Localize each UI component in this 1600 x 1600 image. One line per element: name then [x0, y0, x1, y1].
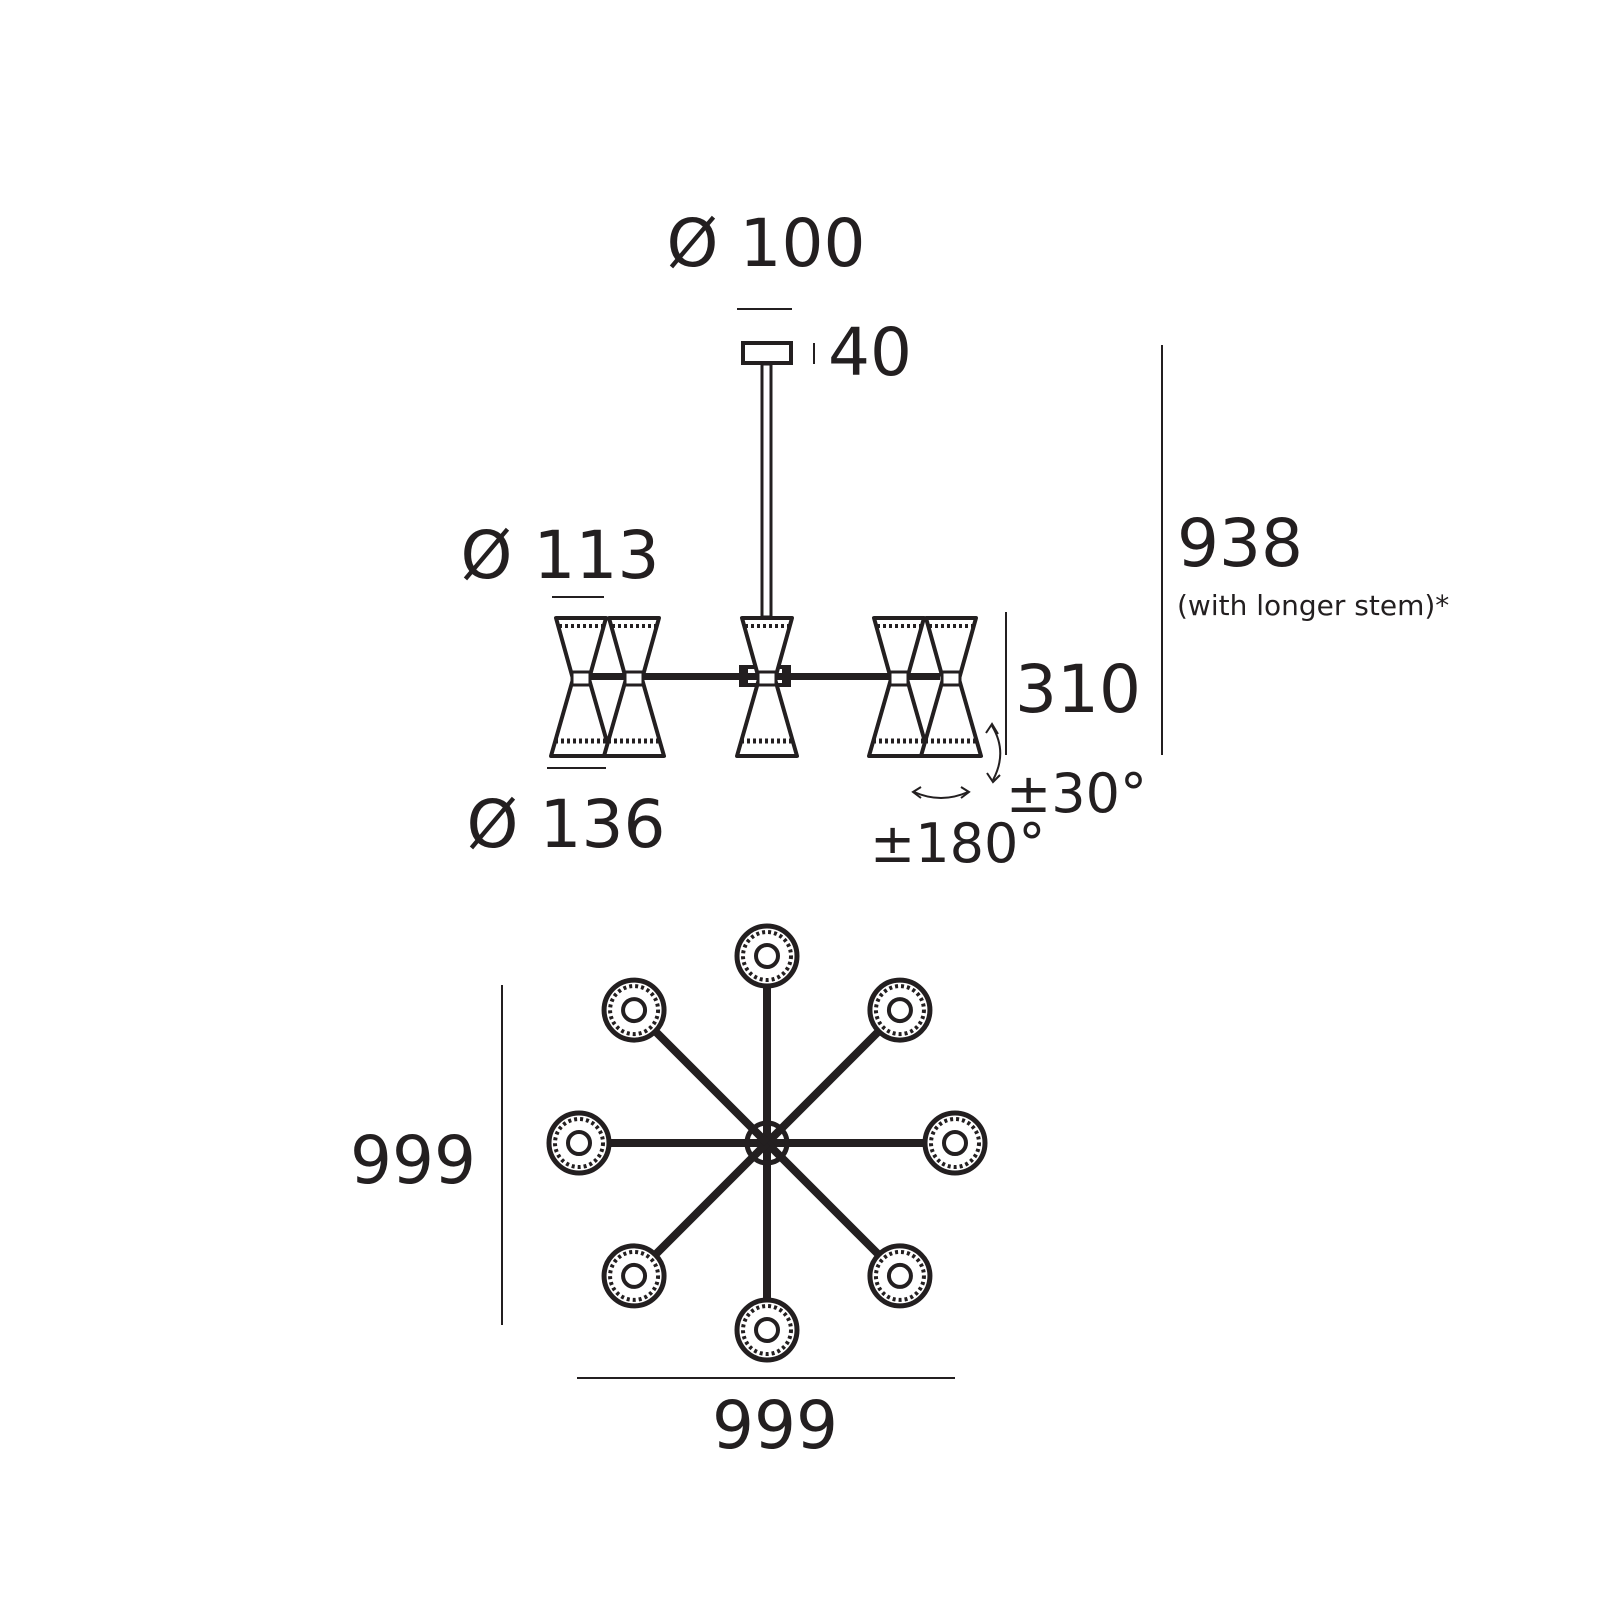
- shade-outline: [919, 616, 983, 758]
- head-dotted-ring: [741, 930, 793, 982]
- shade-joint: [940, 670, 962, 687]
- total-height-note: (with longer stem)*: [1177, 589, 1449, 622]
- head-inner-circle: [621, 1262, 648, 1289]
- top-view-head: [867, 1243, 933, 1309]
- shade-joint: [756, 670, 778, 687]
- shade-5: [919, 616, 983, 758]
- shade-joint: [623, 670, 645, 687]
- shade-outline: [549, 616, 613, 758]
- ceiling-canopy: [741, 341, 793, 365]
- shade-bottom-diameter-label: Ø 136: [467, 786, 666, 863]
- head-dotted-ring: [873, 984, 926, 1037]
- top-view-head: [734, 1297, 800, 1363]
- rotation-angle-label: ±180°: [870, 812, 1045, 875]
- head-dotted-ring: [608, 1249, 661, 1302]
- rotation-arrow-icon: [911, 786, 971, 799]
- shade-2: [602, 616, 666, 758]
- suspension-stem: [760, 362, 773, 619]
- hub-collar-left: [740, 665, 748, 687]
- top-view-head: [867, 977, 933, 1043]
- shade-joint: [888, 670, 910, 687]
- top-view-heads: [546, 923, 988, 1363]
- top-view-hub: [744, 1120, 790, 1166]
- head-dotted-ring: [553, 1117, 605, 1169]
- tilt-arrow-icon: [985, 722, 1002, 784]
- shade-3: [735, 616, 799, 758]
- width-label: 999: [712, 1387, 838, 1464]
- head-dotted-ring: [741, 1304, 793, 1356]
- tilt-angle-label: ±30°: [1006, 762, 1147, 825]
- shade-joint: [570, 670, 592, 687]
- head-inner-circle: [942, 1130, 968, 1156]
- head-inner-circle: [886, 997, 913, 1024]
- top-view-head: [546, 1110, 612, 1176]
- canopy-height-label: 40: [828, 314, 912, 391]
- head-inner-circle: [621, 997, 648, 1024]
- head-inner-circle: [886, 1262, 913, 1289]
- head-inner-circle: [754, 1317, 780, 1343]
- shade-outline: [602, 616, 666, 758]
- total-height-label: 938: [1177, 505, 1303, 582]
- depth-label: 999: [350, 1122, 476, 1199]
- top-view: 999 999: [350, 923, 988, 1464]
- top-view-head: [734, 923, 800, 989]
- top-view-head: [922, 1110, 988, 1176]
- head-dotted-ring: [608, 984, 661, 1037]
- head-dotted-ring: [929, 1117, 981, 1169]
- shade-1: [549, 616, 613, 758]
- shade-height-label: 310: [1015, 651, 1141, 728]
- shade-outline: [867, 616, 931, 758]
- top-view-head: [601, 977, 667, 1043]
- head-inner-circle: [566, 1130, 592, 1156]
- head-inner-circle: [754, 943, 780, 969]
- canopy-diameter-label: Ø 100: [667, 205, 866, 282]
- top-view-head: [601, 1243, 667, 1309]
- lamp-shades: [549, 616, 983, 758]
- shade-top-diameter-label: Ø 113: [461, 517, 660, 594]
- shade-4: [867, 616, 931, 758]
- head-dotted-ring: [873, 1249, 926, 1302]
- hub-collar-right: [782, 665, 790, 687]
- side-view: Ø 100 40 Ø 113 Ø 136 310 938 (with longe…: [461, 205, 1450, 875]
